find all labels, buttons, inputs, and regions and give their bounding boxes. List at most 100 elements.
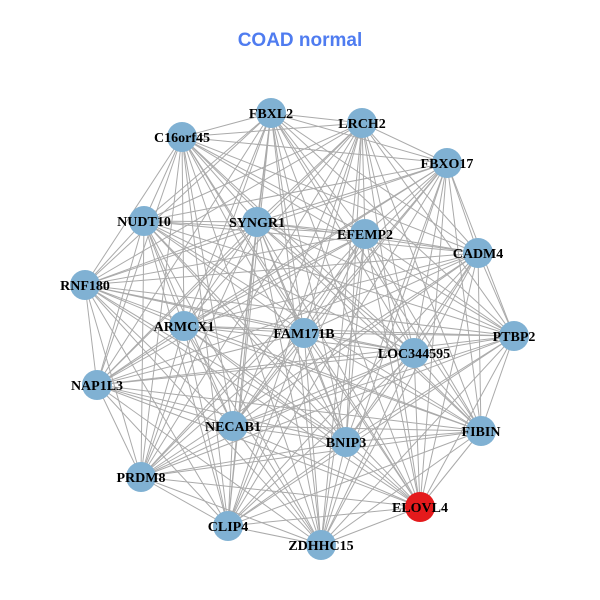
node-armcx1[interactable]: ARMCX1 [154,311,215,341]
node-circle[interactable] [82,370,112,400]
edge [96,332,305,386]
edge [181,136,229,527]
node-zdhhc15[interactable]: ZDHHC15 [288,530,354,560]
edge [143,220,347,443]
edge [364,233,479,254]
node-lrch2[interactable]: LRCH2 [338,108,386,138]
node-loc344595[interactable]: LOC344595 [378,338,450,368]
node-prdm8[interactable]: PRDM8 [117,462,166,492]
edge [227,233,366,527]
node-fbxl2[interactable]: FBXL2 [249,98,293,128]
edge [96,136,183,386]
edge [303,233,366,334]
node-circle[interactable] [463,238,493,268]
edge [183,233,366,327]
node-circle[interactable] [347,108,377,138]
node-rnf180[interactable]: RNF180 [60,270,110,300]
node-syngr1[interactable]: SYNGR1 [229,207,285,237]
node-label: C16orf45 [154,131,210,146]
edge [270,112,482,432]
node-fibin[interactable]: FIBIN [462,416,501,446]
node-circle[interactable] [432,148,462,178]
edge [232,122,363,427]
edge [143,220,258,223]
edge [256,122,363,223]
edge [270,112,363,124]
edge [143,122,363,222]
node-circle[interactable] [466,416,496,446]
node-circle[interactable] [256,98,286,128]
node-circle[interactable] [213,511,243,541]
edge [96,384,142,478]
edge [477,252,515,337]
node-circle[interactable] [331,427,361,457]
edges [84,112,515,546]
edge [232,162,448,427]
edge [256,221,482,432]
edge [270,112,479,254]
node-circle[interactable] [499,321,529,351]
node-circle[interactable] [306,530,336,560]
node-ptbp2[interactable]: PTBP2 [493,321,536,351]
node-circle[interactable] [399,338,429,368]
edge [143,136,183,222]
node-efemp2[interactable]: EFEMP2 [337,219,393,249]
node-label: NUDT10 [117,215,171,230]
edge [232,425,322,546]
edge [84,284,415,354]
node-fam171b[interactable]: FAM171B [273,318,335,348]
edge [320,441,347,546]
node-clip4[interactable]: CLIP4 [208,511,248,541]
node-elovl4[interactable]: ELOVL4 [392,492,448,522]
edge [96,384,234,427]
node-bnip3[interactable]: BNIP3 [326,427,366,457]
edge [143,220,305,334]
edge [345,441,421,508]
node-label: FAM171B [273,327,334,342]
edge [181,136,258,223]
node-circle[interactable] [129,206,159,236]
edge [181,136,515,337]
edge [419,252,479,508]
node-necab1[interactable]: NECAB1 [205,411,261,441]
edge [181,136,366,235]
edge [320,252,479,546]
chart-title: COAD normal [237,30,363,51]
node-label: BNIP3 [326,436,366,451]
edge [96,233,366,386]
node-circle[interactable] [169,311,199,341]
edge [270,112,421,508]
edge [143,220,479,254]
edge [419,335,515,508]
node-cadm4[interactable]: CADM4 [453,238,504,268]
edge [181,136,448,164]
edge [227,506,421,527]
edge [140,122,363,478]
node-circle[interactable] [70,270,100,300]
node-circle[interactable] [126,462,156,492]
node-circle[interactable] [218,411,248,441]
edge [143,112,272,222]
edge [96,122,363,386]
edge [361,122,448,164]
node-nudt10[interactable]: NUDT10 [117,206,171,236]
node-fbxo17[interactable]: FBXO17 [421,148,474,178]
node-circle[interactable] [405,492,435,522]
edge [227,441,347,527]
node-circle[interactable] [350,219,380,249]
node-circle[interactable] [167,122,197,152]
edge [256,162,448,223]
edge [364,233,421,508]
edge [256,221,322,546]
edge [232,335,515,427]
node-circle[interactable] [289,318,319,348]
edge [181,136,305,334]
edge [364,162,448,235]
node-label: ZDHHC15 [288,539,353,554]
node-c16orf45[interactable]: C16orf45 [154,122,210,152]
edge [320,233,366,546]
edge [446,162,479,254]
edge [96,252,479,386]
node-circle[interactable] [242,207,272,237]
node-nap1l3[interactable]: NAP1L3 [71,370,123,400]
